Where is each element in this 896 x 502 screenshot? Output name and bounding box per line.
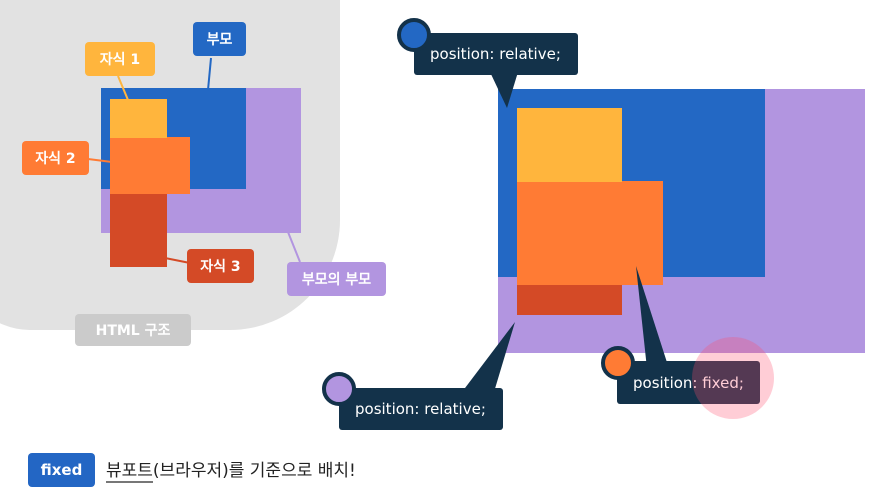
fixed-badge: fixed bbox=[28, 453, 95, 487]
caption-rest: (브라우저)를 기준으로 배치! bbox=[152, 461, 356, 481]
caption: 뷰포트(브라우저)를 기준으로 배치! bbox=[106, 456, 356, 483]
grandparent-marker-dot bbox=[322, 372, 356, 406]
label-child-2: 자식 2 bbox=[22, 141, 89, 175]
child-1-box bbox=[110, 99, 167, 138]
child-3-box bbox=[110, 192, 167, 267]
callout-grandparent-relative: position: relative; bbox=[339, 388, 503, 430]
label-parent: 부모 bbox=[193, 22, 246, 56]
child-marker-dot bbox=[601, 346, 635, 380]
fixed-child-3-box bbox=[517, 283, 622, 315]
callout-parent-relative: position: relative; bbox=[414, 33, 578, 75]
callout-child-fixed: position: fixed; bbox=[617, 361, 760, 404]
label-grandparent: 부모의 부모 bbox=[287, 262, 386, 296]
caption-viewport: 뷰포트 bbox=[106, 461, 153, 483]
fixed-child-2-box bbox=[517, 181, 663, 285]
label-html-structure: HTML 구조 bbox=[75, 314, 191, 346]
child-2-box bbox=[110, 137, 190, 194]
label-child-3: 자식 3 bbox=[187, 249, 254, 283]
label-child-1: 자식 1 bbox=[85, 42, 155, 76]
parent-marker-dot bbox=[397, 18, 431, 52]
fixed-child-1-box bbox=[517, 108, 622, 182]
fixed-highlight-circle bbox=[692, 337, 774, 419]
